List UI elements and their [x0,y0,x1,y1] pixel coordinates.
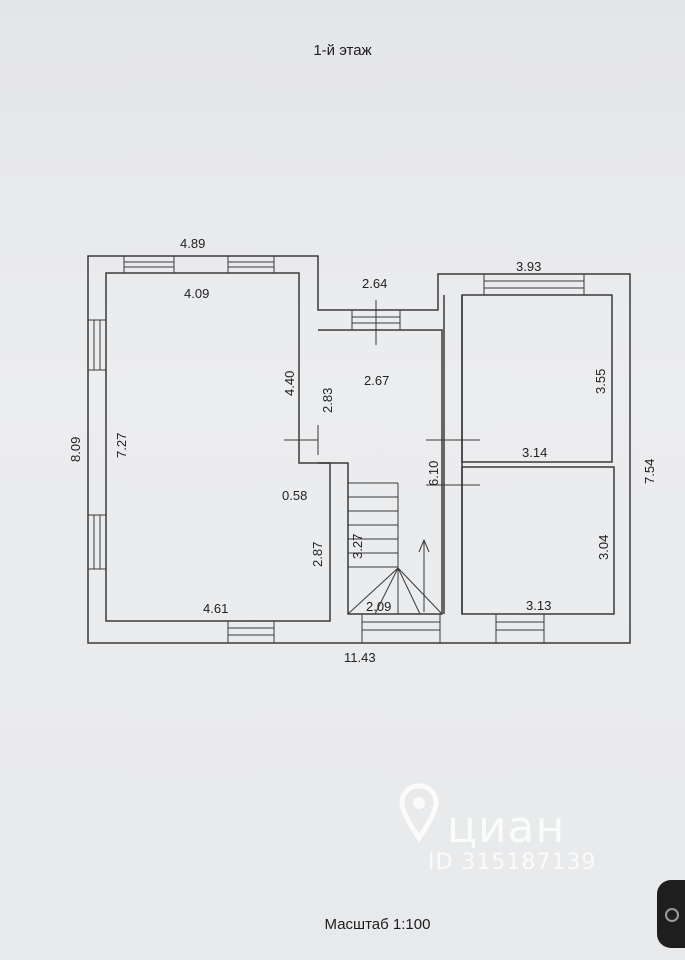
dim-left-top-inner: 4.09 [184,286,209,301]
windows [87,255,585,644]
watermark-brand: циан [447,802,566,853]
dim-middle-height: 2.83 [320,388,335,413]
dim-right-lower-height: 3.04 [596,535,611,560]
dim-right-bottom-width: 3.13 [526,598,551,613]
dim-stair-width: 2.09 [366,599,391,614]
left-room-inner-wall [105,272,331,622]
scale-label: Масштаб 1:100 [324,916,431,933]
dim-right-middle-width: 3.14 [522,445,547,460]
watermark-listing-id: ID 315187139 [428,850,597,875]
right-room-upper [461,294,613,463]
dim-right-top-outer: 3.93 [516,259,541,274]
dim-total-width: 11.43 [344,650,376,665]
dim-right-upper-height: 3.55 [593,369,608,394]
dim-middle-top-outer: 2.64 [362,276,387,291]
corner-badge[interactable] [657,880,685,948]
dim-right-height-outer: 7.54 [642,459,657,484]
location-pin-icon [399,783,439,843]
dim-middle-total-height: 6.10 [426,461,441,486]
door-ticks [284,300,480,486]
circle-icon [665,908,679,922]
dim-step-offset: 0.58 [282,488,307,503]
dim-left-bottom-inner: 4.61 [203,601,228,616]
floor-title: 1-й этаж [313,42,372,59]
dim-left-wall-right: 4.40 [282,371,297,396]
left-room-outer-wall [87,255,631,644]
dim-left-height-outer: 8.09 [68,437,83,462]
right-room-lower [461,466,615,615]
dim-left-top-outer: 4.89 [180,236,205,251]
dim-middle-width-inner: 2.67 [364,373,389,388]
dim-stair-length: 3.27 [350,534,365,559]
dim-left-lower-right: 2.87 [310,542,325,567]
staircase [347,482,443,615]
dim-left-height-inner: 7.27 [114,433,129,458]
